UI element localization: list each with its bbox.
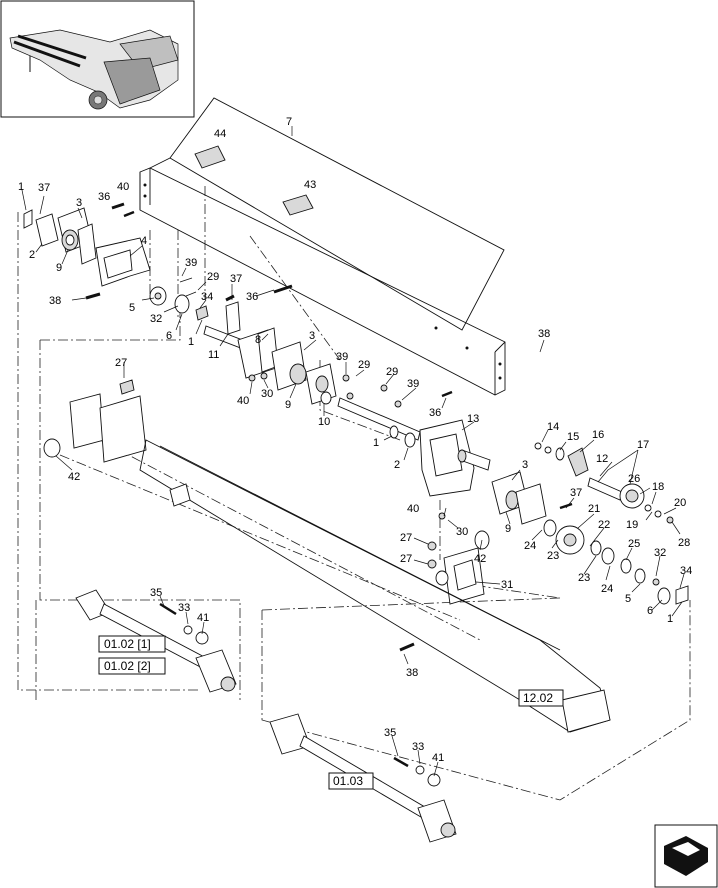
callout-44: 44	[214, 128, 226, 140]
callout-40: 40	[117, 181, 129, 193]
callout-29: 29	[386, 366, 398, 378]
callout-18: 18	[652, 481, 664, 493]
reference-box-0102-2[interactable]: 01.02 [2]	[98, 657, 166, 675]
reference-box-0103[interactable]: 01.03	[328, 772, 374, 790]
callout-14: 14	[547, 421, 559, 433]
callout-15: 15	[567, 431, 579, 443]
reference-0102-1-text: 01.02 [1]	[104, 637, 151, 651]
callout-36: 36	[98, 191, 110, 203]
callout-30: 30	[261, 388, 273, 400]
reference-1202-text: 12.02	[523, 691, 553, 705]
callout-27: 27	[400, 532, 412, 544]
callout-41: 41	[432, 752, 444, 764]
callout-6: 6	[166, 330, 172, 342]
callout-21: 21	[588, 503, 600, 515]
callout-37: 37	[570, 487, 582, 499]
callout-labels: 1 37 36 40 3 2 9 4 39 29 37 36 38 5 34 3…	[18, 116, 692, 764]
callout-3: 3	[522, 459, 528, 471]
callout-24: 24	[601, 583, 613, 595]
navigation-arrow-icon[interactable]	[654, 824, 718, 888]
callout-35: 35	[150, 587, 162, 599]
callout-40: 40	[407, 503, 419, 515]
callout-32: 32	[654, 547, 666, 559]
callout-33: 33	[178, 602, 190, 614]
callout-3: 3	[76, 197, 82, 209]
callout-10: 10	[318, 416, 330, 428]
callout-39: 39	[336, 351, 348, 363]
callout-5: 5	[625, 593, 631, 605]
center-shaft-group	[203, 294, 453, 448]
callout-32: 32	[150, 313, 162, 325]
callout-13: 13	[467, 413, 479, 425]
callout-35: 35	[384, 727, 396, 739]
callout-24: 24	[524, 540, 536, 552]
callout-39: 39	[185, 257, 197, 269]
gearbox-13	[419, 419, 491, 497]
callout-34: 34	[680, 565, 692, 577]
callout-9: 9	[505, 523, 511, 535]
callout-12: 12	[596, 453, 608, 465]
callout-38: 38	[49, 295, 61, 307]
callout-42: 42	[68, 471, 80, 483]
callout-3: 3	[309, 330, 315, 342]
callout-6: 6	[647, 605, 653, 617]
callout-9: 9	[56, 262, 62, 274]
callout-31: 31	[501, 579, 513, 591]
callout-16: 16	[592, 429, 604, 441]
assembly-center-lines	[17, 186, 691, 801]
callout-34: 34	[201, 291, 213, 303]
callout-29: 29	[358, 359, 370, 371]
callout-42: 42	[474, 553, 486, 565]
callout-41: 41	[197, 612, 209, 624]
callout-43: 43	[304, 179, 316, 191]
left-bearing-group	[23, 202, 293, 321]
support-frame	[43, 379, 611, 733]
callout-5: 5	[129, 302, 135, 314]
callout-1: 1	[18, 181, 24, 193]
callout-19: 19	[626, 519, 638, 531]
bracket-31-group	[399, 512, 490, 652]
callout-27: 27	[115, 357, 127, 369]
callout-1: 1	[667, 613, 673, 625]
reference-box-0102-1[interactable]: 01.02 [1]	[98, 635, 166, 653]
callout-11: 11	[208, 349, 219, 361]
cover-plate-7	[139, 97, 506, 396]
callout-2: 2	[29, 249, 35, 261]
reference-0103-text: 01.03	[333, 774, 363, 788]
callout-23: 23	[547, 550, 559, 562]
right-drive-group	[491, 442, 689, 605]
callout-4: 4	[141, 235, 147, 247]
callout-9: 9	[285, 399, 291, 411]
callout-2: 2	[394, 459, 400, 471]
callout-26: 26	[628, 473, 640, 485]
callout-20: 20	[674, 497, 686, 509]
callout-1: 1	[188, 336, 194, 348]
callout-33: 33	[412, 741, 424, 753]
callout-23: 23	[578, 572, 590, 584]
reference-box-1202[interactable]: 12.02	[518, 689, 564, 707]
callout-30: 30	[456, 526, 468, 538]
callout-37: 37	[38, 182, 50, 194]
callout-36: 36	[246, 291, 258, 303]
callout-8: 8	[255, 334, 261, 346]
callout-36: 36	[429, 407, 441, 419]
machine-overview-thumbnail	[0, 0, 195, 118]
callout-29: 29	[207, 271, 219, 283]
callout-28: 28	[678, 537, 690, 549]
callout-27: 27	[400, 553, 412, 565]
callout-7: 7	[286, 116, 292, 128]
callout-39: 39	[407, 378, 419, 390]
callout-38: 38	[406, 667, 418, 679]
callout-37: 37	[230, 273, 242, 285]
callout-1: 1	[373, 437, 379, 449]
callout-40: 40	[237, 395, 249, 407]
callout-22: 22	[598, 519, 610, 531]
reference-0102-2-text: 01.02 [2]	[104, 659, 151, 673]
callout-17: 17	[637, 439, 649, 451]
callout-25: 25	[628, 538, 640, 550]
callout-38: 38	[538, 328, 550, 340]
leader-lines	[21, 126, 685, 777]
